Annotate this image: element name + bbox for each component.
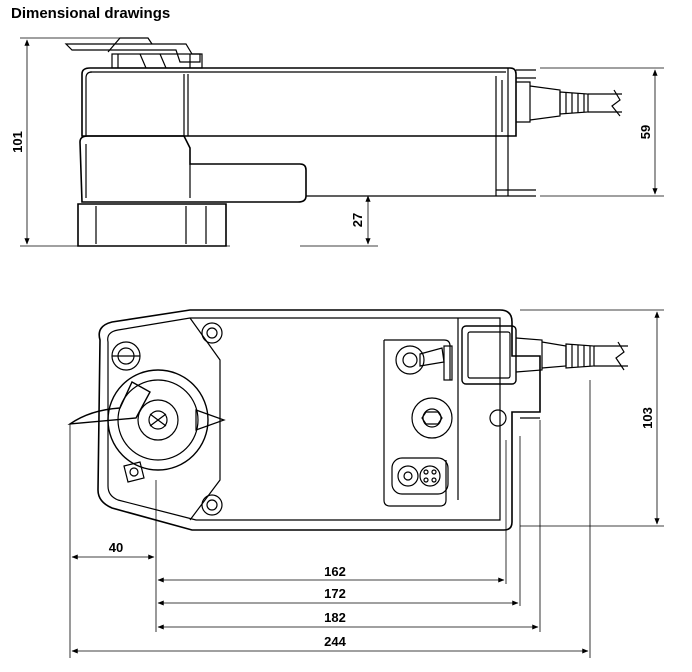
- dim-27: 27: [350, 213, 365, 227]
- dim-244: 244: [324, 634, 346, 649]
- side-dimension-lines: [20, 37, 664, 247]
- dim-40: 40: [109, 540, 123, 555]
- top-dimension-lines: [69, 309, 664, 658]
- dim-182: 182: [324, 610, 346, 625]
- dim-59: 59: [638, 125, 653, 139]
- dim-101: 101: [10, 131, 25, 153]
- page-title: Dimensional drawings: [11, 5, 171, 22]
- dim-103: 103: [640, 407, 655, 429]
- top-view: [67, 309, 628, 531]
- dim-162: 162: [324, 564, 346, 579]
- dim-172: 172: [324, 586, 346, 601]
- side-view: [64, 37, 622, 247]
